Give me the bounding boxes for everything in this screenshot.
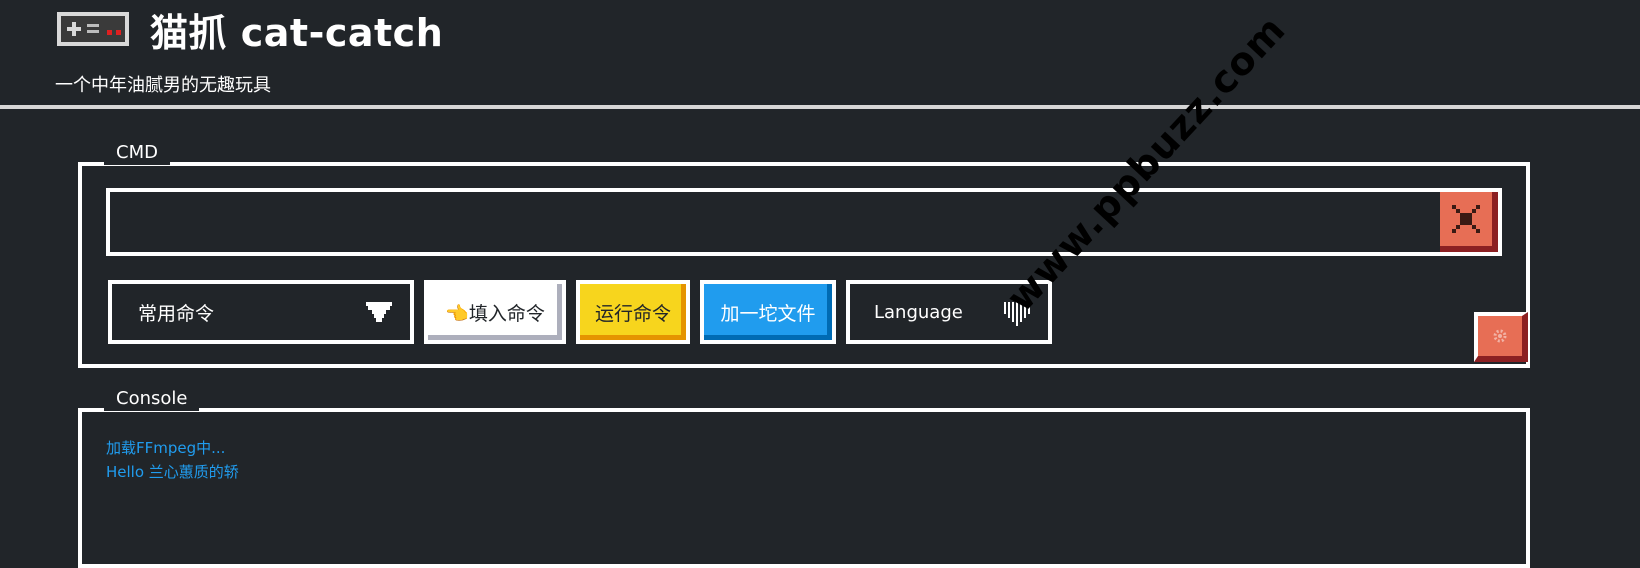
console-output: 加载FFmpeg中... Hello 兰心蕙质的轿 xyxy=(106,436,239,484)
header-divider xyxy=(0,105,1640,109)
add-file-label: 加一坨文件 xyxy=(720,302,816,325)
language-select[interactable]: Language xyxy=(846,280,1052,344)
fill-command-label: 👈填入命令 xyxy=(445,302,545,325)
common-commands-select[interactable]: 常用命令 xyxy=(108,280,414,344)
app-title: 猫抓 cat-catch xyxy=(150,11,444,55)
console-line: Hello 兰心蕙质的轿 xyxy=(106,463,239,481)
console-fieldset xyxy=(78,408,1530,568)
fill-command-button[interactable]: 👈填入命令 xyxy=(424,280,566,344)
console-line: 加载FFmpeg中... xyxy=(106,439,226,457)
clear-button[interactable] xyxy=(1440,192,1498,252)
add-file-button[interactable]: 加一坨文件 xyxy=(700,280,836,344)
run-command-label: 运行命令 xyxy=(594,302,671,325)
run-command-button[interactable]: 运行命令 xyxy=(576,280,690,344)
console-legend: Console xyxy=(104,387,200,411)
cmd-input[interactable] xyxy=(110,192,1440,252)
chevron-down-icon xyxy=(366,302,392,322)
header: 猫抓 cat-catch 一个中年油腻男的无趣玩具 xyxy=(0,0,1640,110)
app-subtitle: 一个中年油腻男的无趣玩具 xyxy=(55,75,271,96)
gamepad-icon xyxy=(57,12,129,46)
language-label: Language xyxy=(874,301,963,323)
cmd-legend: CMD xyxy=(104,141,170,165)
common-commands-label: 常用命令 xyxy=(138,302,215,325)
gear-icon xyxy=(1493,329,1507,343)
settings-button[interactable] xyxy=(1474,312,1528,362)
chevron-down-icon xyxy=(1004,302,1030,326)
close-icon xyxy=(1452,205,1480,233)
cmd-input-container xyxy=(106,188,1502,256)
cmd-fieldset xyxy=(78,162,1530,368)
